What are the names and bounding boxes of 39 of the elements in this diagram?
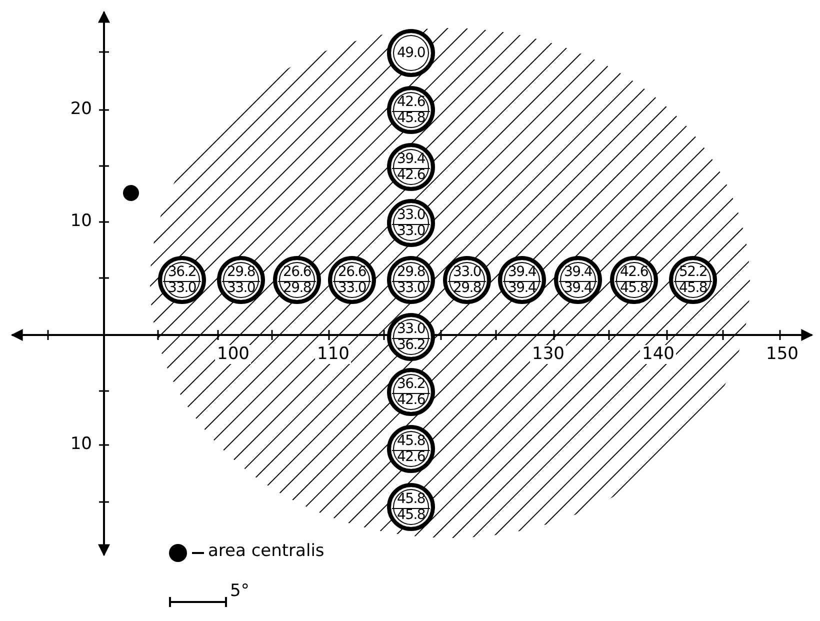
value-text: 42.6 — [397, 449, 425, 465]
value-text: 33.0 — [397, 321, 425, 337]
value-text: 33.0 — [397, 223, 425, 239]
value-text: 29.8 — [453, 280, 481, 296]
value-text: 45.8 — [679, 280, 707, 296]
value-text: 39.4 — [564, 264, 592, 280]
value-text: 45.8 — [397, 110, 425, 126]
value-text: 45.8 — [397, 507, 425, 523]
value-text: 42.6 — [620, 264, 648, 280]
value-text: 36.2 — [397, 337, 425, 353]
tick-label: 110 — [315, 345, 352, 364]
value-text: 33.0 — [453, 264, 481, 280]
value-text: 33.0 — [338, 280, 366, 296]
value-text: 36.2 — [168, 264, 196, 280]
value-text: 33.0 — [397, 280, 425, 296]
value-text: 29.8 — [397, 264, 425, 280]
value-text: 45.8 — [397, 491, 425, 507]
value-text: 33.0 — [168, 280, 196, 296]
value-text: 49.0 — [397, 45, 425, 61]
value-text: 42.6 — [397, 94, 425, 110]
value-text: 29.8 — [227, 264, 255, 280]
value-text: 33.0 — [227, 280, 255, 296]
tick-label: 100 — [215, 345, 252, 364]
value-text: 39.4 — [508, 264, 536, 280]
tick-label: 130 — [530, 345, 566, 364]
value-text: 26.6 — [338, 264, 366, 280]
value-text: 42.6 — [397, 392, 425, 408]
value-text: 39.4 — [508, 280, 536, 296]
value-text: 26.6 — [283, 264, 311, 280]
value-text: 52.2 — [679, 264, 707, 280]
value-text: 39.4 — [564, 280, 592, 296]
value-text: 39.4 — [397, 151, 425, 167]
value-text: 45.8 — [397, 433, 425, 449]
value-text: 29.8 — [283, 280, 311, 296]
value-text: 42.6 — [397, 167, 425, 183]
value-text: 33.0 — [397, 207, 425, 223]
value-text: 45.8 — [620, 280, 648, 296]
tick-label: 140 — [640, 345, 676, 364]
value-text: 36.2 — [397, 376, 425, 392]
